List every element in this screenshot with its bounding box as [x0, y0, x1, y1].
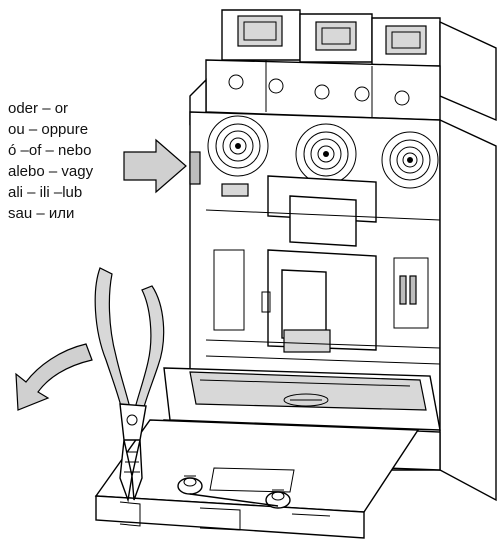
label-line: sau – или: [8, 205, 75, 222]
label-line: alebo – vagy: [8, 163, 94, 180]
lower-cover: [94, 367, 441, 539]
arrow-right-icon: [123, 138, 187, 194]
top-terminals: [221, 9, 497, 122]
label-line: oder – or: [8, 100, 69, 117]
alternative-word-list: oder – or ou – oppure ó –of – nebo alebo…: [8, 98, 158, 224]
dial-right: [381, 131, 439, 189]
pliers-icon: [94, 267, 165, 503]
label-line: ali – ili –lub: [8, 184, 83, 201]
terminal-screw-right: [265, 489, 291, 509]
curved-arrow-icon: [15, 343, 93, 411]
label-line: ó –of – nebo: [8, 142, 92, 159]
label-line: ou – oppure: [8, 121, 89, 138]
dial-left: [207, 115, 269, 177]
